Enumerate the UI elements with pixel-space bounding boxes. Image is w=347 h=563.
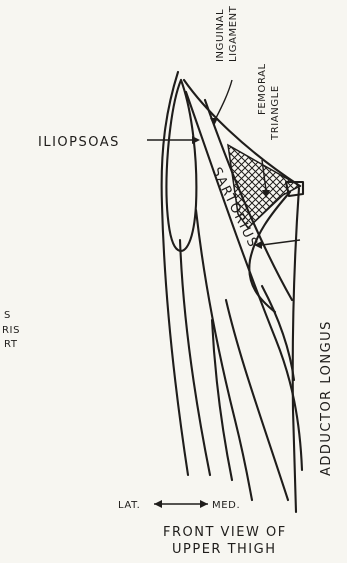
left-fragment-label: RT <box>4 339 18 350</box>
inguinal-label: INGUINAL <box>215 9 226 62</box>
lat-label: LAT. <box>118 500 140 511</box>
left-fragment-label: S <box>4 310 11 321</box>
lat-arrowhead <box>154 500 162 508</box>
caption-line-1: FRONT VIEW OF <box>163 525 287 540</box>
medial-muscle-line <box>226 300 288 500</box>
sartorius-lower-edge <box>262 286 294 380</box>
sartorius-muscle <box>186 92 302 470</box>
ligament-label: LIGAMENT <box>228 5 239 62</box>
med-arrowhead <box>200 500 208 508</box>
iliopsoas-label: ILIOPSOAS <box>38 135 120 150</box>
arrow-head <box>210 118 218 126</box>
left-fragment-label: RIS <box>2 325 20 336</box>
lower-thigh-line <box>212 320 232 480</box>
triangle-label: TRIANGLE <box>270 85 281 141</box>
med-label: MED. <box>212 500 240 511</box>
arrow-head <box>192 136 200 144</box>
femoral-label: FEMORAL <box>257 63 268 115</box>
inguinal-leader <box>214 80 232 122</box>
adductor-longus-label: ADDUCTOR LONGUS <box>319 320 334 476</box>
lateral-thigh-outline <box>162 72 188 475</box>
caption-line-2: UPPER THIGH <box>172 542 276 557</box>
medial-thigh-outline <box>293 188 299 512</box>
adductor-leader <box>262 240 300 245</box>
